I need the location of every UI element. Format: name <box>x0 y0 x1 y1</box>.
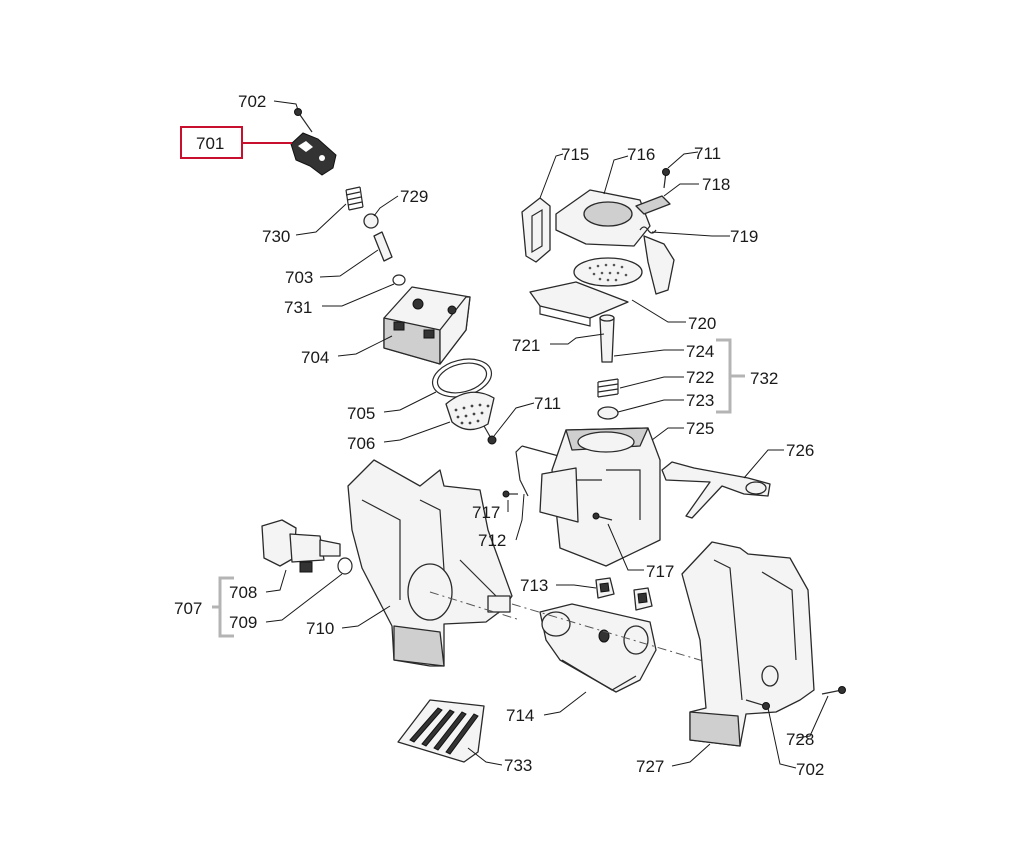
part-711-screw-top <box>662 168 670 189</box>
label-707: 707 <box>174 599 202 618</box>
label-728: 728 <box>786 730 814 749</box>
part-725-lower-housing <box>539 427 661 567</box>
label-714: 714 <box>506 706 534 725</box>
label-727: 727 <box>636 757 664 776</box>
part-729-ball <box>363 213 379 229</box>
part-727-right-frame <box>681 541 815 747</box>
label-704: 704 <box>301 348 329 367</box>
label-702-top: 702 <box>238 92 266 111</box>
part-721-tray <box>529 281 629 327</box>
label-703: 703 <box>285 268 313 287</box>
label-718: 718 <box>702 175 730 194</box>
label-729: 729 <box>400 187 428 206</box>
label-732: 732 <box>750 369 778 388</box>
label-722: 722 <box>686 368 714 387</box>
label-725: 725 <box>686 419 714 438</box>
part-733-grille <box>397 699 485 763</box>
label-706: 706 <box>347 434 375 453</box>
part-706-filter <box>445 391 495 431</box>
label-709: 709 <box>229 613 257 632</box>
part-717-pin-a <box>502 490 518 498</box>
assembly-axis-b <box>429 591 521 621</box>
part-731-oring <box>392 274 406 286</box>
leader-lines <box>242 100 829 769</box>
part-701-cam <box>290 132 337 176</box>
label-713: 713 <box>520 576 548 595</box>
part-724-rod <box>599 314 615 363</box>
highlight-box-701 <box>180 126 243 159</box>
label-723: 723 <box>686 391 714 410</box>
label-701: 701 <box>196 134 224 153</box>
label-730: 730 <box>262 227 290 246</box>
label-717-right: 717 <box>646 562 674 581</box>
part-703-pin <box>373 231 393 262</box>
label-719: 719 <box>730 227 758 246</box>
part-709-oring <box>337 557 353 575</box>
part-702-screw-top <box>294 108 313 133</box>
label-720: 720 <box>688 314 716 333</box>
part-728-screw <box>821 686 846 695</box>
bracket-707 <box>212 576 234 638</box>
label-733: 733 <box>504 756 532 775</box>
part-720-sieve <box>573 257 643 287</box>
part-716-upper-housing <box>555 189 675 295</box>
part-711-screw-mid <box>483 425 497 445</box>
part-722-spring <box>597 378 619 398</box>
part-704-valve-block <box>383 286 471 365</box>
part-713-inserts <box>595 577 653 611</box>
label-731: 731 <box>284 298 312 317</box>
label-724: 724 <box>686 342 714 361</box>
part-726-lever <box>661 461 771 519</box>
label-726: 726 <box>786 441 814 460</box>
part-717-pin-b <box>592 512 613 521</box>
label-716: 716 <box>627 145 655 164</box>
label-708: 708 <box>229 583 257 602</box>
label-711-top: 711 <box>694 144 721 163</box>
part-730-spring <box>345 186 364 211</box>
label-721: 721 <box>512 336 540 355</box>
label-712: 712 <box>478 531 506 550</box>
label-702-bottom: 702 <box>796 760 824 779</box>
label-715: 715 <box>561 145 589 164</box>
part-714-drive <box>539 603 657 693</box>
label-710: 710 <box>306 619 334 638</box>
part-702-screw-bottom <box>745 699 770 710</box>
part-708-outlet <box>261 519 341 573</box>
label-717-left: 717 <box>472 503 500 522</box>
label-705: 705 <box>347 404 375 423</box>
part-715-cover <box>521 197 551 263</box>
bracket-732 <box>716 338 745 414</box>
part-723-seal <box>597 406 619 420</box>
label-711-mid: 711 <box>534 394 561 413</box>
assembly-axis-a <box>511 603 721 667</box>
part-710-left-frame <box>347 459 513 667</box>
